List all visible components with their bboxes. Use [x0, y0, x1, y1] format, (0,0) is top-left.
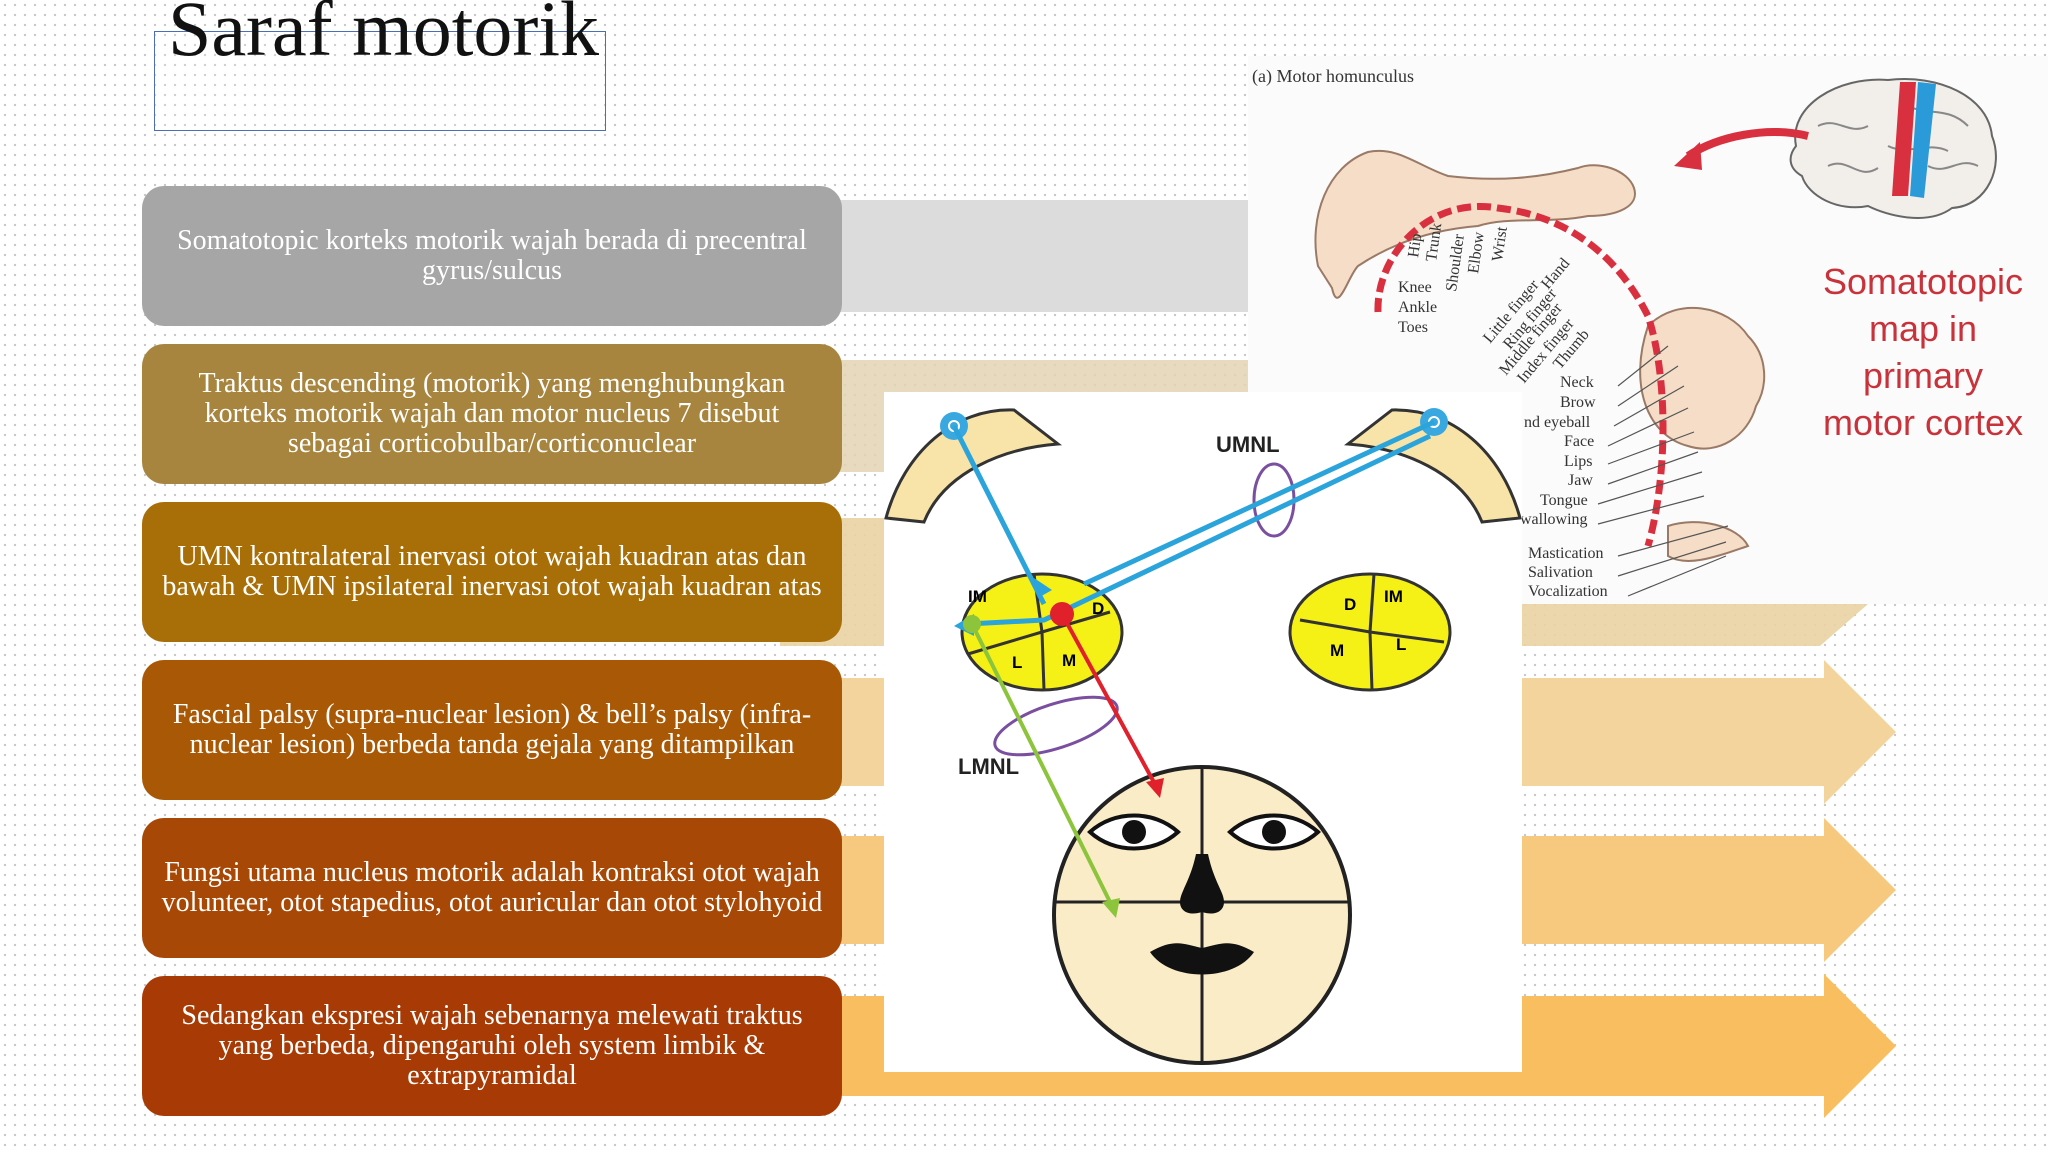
homunculus-body — [1314, 149, 1636, 299]
motor-homunculus-image[interactable]: (a) Motor homunculus Hip Trunk Shoulder … — [1248, 56, 2048, 604]
label-tongue: Tongue — [1540, 492, 1588, 509]
label-wrist: Wrist — [1489, 225, 1511, 262]
lmnl-label: LMNL — [958, 754, 1019, 779]
umnl-label: UMNL — [1216, 432, 1280, 457]
green-lmn-path — [970, 623, 1114, 907]
label-knee: Knee — [1398, 279, 1432, 296]
label-jaw: Jaw — [1568, 472, 1593, 489]
somatotopic-line-3: primary — [1862, 355, 1983, 396]
right-cortex — [1343, 408, 1522, 524]
label-eyeball: nd eyeball — [1524, 414, 1591, 431]
brain-icon — [1789, 78, 1997, 219]
left-eye-icon — [1087, 813, 1181, 851]
nose-icon — [1180, 854, 1224, 914]
right-nucleus-d: D — [1344, 595, 1356, 614]
label-elbow: Elbow — [1465, 230, 1488, 274]
item-row-1: Somatotopic korteks motorik wajah berada… — [142, 186, 842, 326]
red-lesion-arrowhead — [1146, 778, 1164, 798]
item-row-2: Traktus descending (motorik) yang menghu… — [142, 344, 842, 484]
homunculus-caption: (a) Motor homunculus — [1252, 66, 1414, 87]
red-lesion-path — [1060, 613, 1158, 787]
label-ankle: Ankle — [1398, 299, 1437, 316]
right-eye-icon — [1227, 813, 1321, 851]
left-nucleus-im: IM — [968, 587, 987, 606]
right-cortex-neuron — [1420, 408, 1448, 436]
face-diagram-drawing: UMNL IM D L M D IM M L — [884, 408, 1522, 1065]
item-row-5: Fungsi utama nucleus motorik adalah kont… — [142, 818, 842, 958]
label-trunk: Trunk — [1423, 222, 1445, 263]
item-pill-4[interactable]: Fascial palsy (supra-nuclear lesion) & b… — [142, 660, 842, 800]
band-1 — [780, 200, 1260, 312]
label-hand: Hand — [1538, 255, 1573, 292]
lmnl-lesion-loop — [993, 695, 1119, 757]
label-hip: Hip — [1405, 232, 1425, 258]
umn-lmn-face-diagram[interactable]: UMNL IM D L M D IM M L — [884, 392, 1522, 1072]
map-pointer-arrow — [1685, 128, 1809, 160]
leader-lines — [1597, 345, 1729, 597]
somatotopic-line-2: map in — [1868, 308, 1978, 349]
left-nucleus-l: L — [1012, 653, 1022, 672]
label-shoulder: Shoulder — [1443, 232, 1468, 292]
label-toes: Toes — [1398, 319, 1428, 336]
cortex-arc — [1374, 203, 1667, 547]
label-swallowing: wallowing — [1520, 511, 1588, 528]
right-nucleus-m: M — [1330, 641, 1344, 660]
title-placeholder-box[interactable] — [154, 31, 606, 131]
item-row-3: UMN kontralateral inervasi otot wajah ku… — [142, 502, 842, 642]
mouth-icon — [1150, 943, 1254, 975]
label-lips: Lips — [1564, 453, 1592, 470]
item-pill-5[interactable]: Fungsi utama nucleus motorik adalah kont… — [142, 818, 842, 958]
label-face: Face — [1564, 433, 1594, 450]
left-nucleus-d: D — [1092, 599, 1104, 618]
label-brow: Brow — [1560, 394, 1596, 411]
green-lmn-arrowhead — [1102, 898, 1120, 918]
item-row-6: Sedangkan ekspresi wajah sebenarnya mele… — [142, 976, 842, 1116]
label-vocalization: Vocalization — [1528, 583, 1608, 600]
label-mastication: Mastication — [1528, 545, 1604, 562]
right-nucleus-l: L — [1396, 635, 1406, 654]
left-nucleus-m: M — [1062, 651, 1076, 670]
title-area: Saraf motorik — [152, 0, 606, 150]
item-pill-3[interactable]: UMN kontralateral inervasi otot wajah ku… — [142, 502, 842, 642]
item-pill-2[interactable]: Traktus descending (motorik) yang menghu… — [142, 344, 842, 484]
somatotopic-line-1: Somatotopic — [1822, 261, 2024, 302]
right-nucleus-im: IM — [1384, 587, 1403, 606]
label-neck: Neck — [1560, 374, 1594, 391]
label-salivation: Salivation — [1528, 564, 1593, 581]
item-pill-6[interactable]: Sedangkan ekspresi wajah sebenarnya mele… — [142, 976, 842, 1116]
face — [1052, 765, 1352, 1065]
umn-paths — [951, 419, 1436, 627]
item-row-4: Fascial palsy (supra-nuclear lesion) & b… — [142, 660, 842, 800]
umn-arrowhead-1 — [1034, 578, 1052, 598]
item-pill-1[interactable]: Somatotopic korteks motorik wajah berada… — [142, 186, 842, 326]
somatotopic-map-label: Somatotopic map in primary motor cortex — [1798, 258, 2048, 446]
homunculus-tongue — [1667, 521, 1750, 563]
map-pointer-arrowhead — [1674, 142, 1702, 170]
somatotopic-line-4: motor cortex — [1822, 402, 2024, 443]
slide-title: Saraf motorik — [168, 0, 600, 72]
homunculus-drawing: (a) Motor homunculus Hip Trunk Shoulder … — [1252, 66, 1997, 600]
homunculus-head — [1639, 306, 1766, 450]
right-facial-nucleus: D IM M L — [1288, 572, 1452, 692]
